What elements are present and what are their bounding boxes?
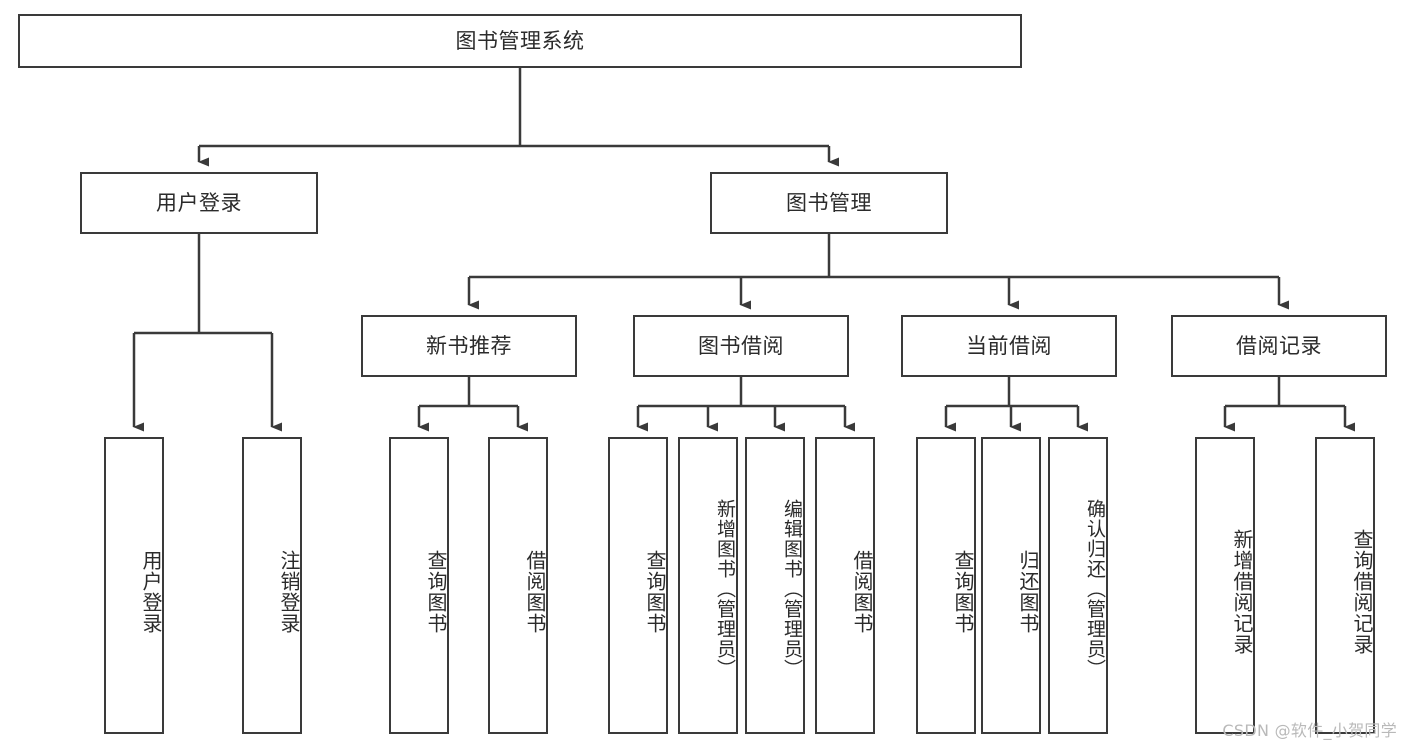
leaf-current-return-book[interactable]: 归还图书 bbox=[981, 437, 1041, 734]
node-borrow-record[interactable]: 借阅记录 bbox=[1171, 315, 1387, 377]
leaf-record-add-borrow-record[interactable]: 新增借阅记录 bbox=[1195, 437, 1255, 734]
leaf-borrow-query-book[interactable]: 查询图书 bbox=[608, 437, 668, 734]
node-current-borrow[interactable]: 当前借阅 bbox=[901, 315, 1117, 377]
node-root-system[interactable]: 图书管理系统 bbox=[18, 14, 1022, 68]
node-book-management[interactable]: 图书管理 bbox=[710, 172, 948, 234]
leaf-current-query-book[interactable]: 查询图书 bbox=[916, 437, 976, 734]
node-user-login[interactable]: 用户登录 bbox=[80, 172, 318, 234]
leaf-record-query-borrow-record[interactable]: 查询借阅记录 bbox=[1315, 437, 1375, 734]
leaf-user-login[interactable]: 用户登录 bbox=[104, 437, 164, 734]
leaf-recommend-borrow-book[interactable]: 借阅图书 bbox=[488, 437, 548, 734]
node-book-borrow[interactable]: 图书借阅 bbox=[633, 315, 849, 377]
watermark-text: CSDN @软件_小贺同学 bbox=[1222, 721, 1397, 740]
leaf-recommend-query-book[interactable]: 查询图书 bbox=[389, 437, 449, 734]
leaf-user-logout[interactable]: 注销登录 bbox=[242, 437, 302, 734]
leaf-borrow-edit-book-admin[interactable]: 编辑图书（管理员） bbox=[745, 437, 805, 734]
leaf-borrow-borrow-book[interactable]: 借阅图书 bbox=[815, 437, 875, 734]
leaf-borrow-add-book-admin[interactable]: 新增图书（管理员） bbox=[678, 437, 738, 734]
node-new-book-recommend[interactable]: 新书推荐 bbox=[361, 315, 577, 377]
leaf-current-confirm-return-admin[interactable]: 确认归还（管理员） bbox=[1048, 437, 1108, 734]
